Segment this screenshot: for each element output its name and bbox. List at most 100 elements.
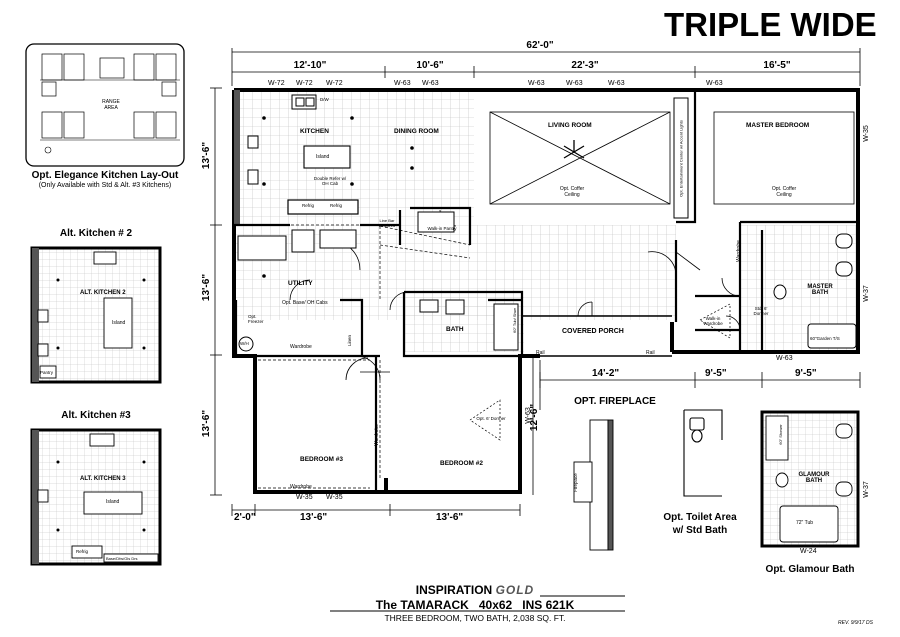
dim-left-3: 13'-6" [201, 409, 213, 438]
elegance-subtitle: (Only Available with Std & Alt. #3 Kitch… [38, 182, 172, 189]
fireplace-title: OPT. FIREPLACE [574, 396, 656, 407]
ceiling-fan-icon [563, 140, 585, 159]
room-dining: DINING ROOM [394, 128, 439, 135]
note-opt-basecab: Opt. Base/ OH Cabs [282, 300, 328, 306]
wardrobe-label: Wardrobe [290, 484, 312, 490]
window-label: W-35 [296, 494, 313, 501]
window-label: W-63 [566, 80, 583, 87]
alt2-island: Island [112, 320, 126, 326]
room-master-bath: MASTER BATH [807, 284, 833, 296]
dim-porch-3: 9'-5" [795, 368, 817, 379]
coffer-ceilings [489, 111, 855, 205]
window-label: W-72 [268, 80, 285, 87]
room-bath: BATH [446, 326, 464, 333]
wardrobe-label: Wardrobe [373, 424, 380, 446]
note-std-dormer: Std. 6' Dormer [753, 306, 769, 316]
window-label: W-63 [776, 355, 793, 362]
wardrobe-label: Wardrobe [735, 240, 742, 262]
light-dots [262, 116, 414, 278]
dim-top-1: 12'-10" [293, 60, 327, 71]
window-label: W-63 [528, 80, 545, 87]
alt3-title: Alt. Kitchen #3 [61, 410, 131, 421]
room-living: LIVING ROOM [548, 122, 592, 129]
note-rail: Rail [646, 350, 655, 356]
room-walkin-wardrobe: Walk-in Wardrobe [703, 316, 723, 326]
wardrobe-label: Wardrobe [290, 344, 312, 350]
dim-top-3: 22'-3" [571, 60, 599, 71]
entertainment-center [673, 97, 689, 219]
title-block-summary: THREE BEDROOM, TWO BATH, 2,038 SQ. FT. [384, 613, 566, 623]
window-label: W-37 [862, 285, 870, 302]
note-linen: Linen [347, 334, 353, 347]
series-tag: GOLD [495, 583, 535, 597]
toilet-area-inset [683, 409, 723, 497]
note-garden-tub: 60"Garden T/S [810, 336, 840, 341]
note-island: Island [316, 154, 330, 160]
fireplace-label: Fireplace [572, 473, 578, 492]
dim-porch-2: 9'-5" [705, 368, 727, 379]
note-refrig: Refrig [302, 203, 315, 208]
window-label: W-35 [862, 125, 870, 142]
window-label: W-63 [422, 80, 439, 87]
room-bed2: BEDROOM #2 [440, 460, 483, 467]
title-block-series: INSPIRATION GOLD [360, 583, 590, 597]
elegance-inset-frame [25, 43, 185, 167]
room-covered-porch: COVERED PORCH [562, 328, 624, 335]
room-utility: UTILITY [288, 280, 313, 287]
dim-bottom-1: 13'-6" [300, 512, 328, 523]
note-dw: D/W [320, 97, 329, 102]
dim-top-2: 10'-6" [416, 60, 444, 71]
note-opt-freezer: Opt. Freezer [248, 314, 264, 324]
dim-bottom-left: 2'-0" [234, 512, 256, 523]
dim-overall-width: 62'-0" [526, 40, 554, 51]
dim-left-2: 13'-6" [201, 273, 213, 302]
glamour-tub: 72" Tub [796, 520, 814, 526]
glamour-title: Opt. Glamour Bath [765, 564, 855, 575]
dim-porch-1: 14'-2" [592, 368, 620, 379]
alt3-refrig: Refrig [76, 549, 89, 554]
alt2-pantry: Pantry [40, 370, 54, 375]
model-code: INS 621K [522, 598, 575, 612]
kitchen-island [303, 145, 351, 169]
note-opt-dormer: Opt. 6' Dormer [476, 416, 506, 421]
room-master: MASTER BEDROOM [746, 122, 810, 129]
glamour-shower: 60" Shower [777, 424, 783, 445]
toilet-title-1: Opt. Toilet Area [663, 512, 737, 523]
glamour-room: GLAMOUR BATH [798, 472, 830, 484]
dim-bottom-2: 13'-6" [436, 512, 464, 523]
window-label: W-63 [524, 407, 532, 424]
alt3-island: Island [106, 499, 120, 505]
plan-title: TRIPLE WIDE [664, 6, 877, 43]
alt2-label: ALT. KITCHEN 2 [80, 290, 126, 296]
note-coffer-living: Opt. Coffer Ceiling [559, 186, 585, 198]
note-wh: W/H [240, 341, 249, 346]
note-coffer-master: Opt. Coffer Ceiling [771, 186, 797, 198]
room-walkin-pantry: Walk-in Pantry [427, 226, 457, 231]
model-name: The TAMARACK [375, 598, 469, 612]
window-label: W-72 [296, 80, 313, 87]
fireplace-inset [573, 419, 614, 551]
window-label: W-63 [706, 80, 723, 87]
series-name: INSPIRATION [415, 583, 493, 597]
elegance-range: RANGE AREA [102, 99, 120, 111]
alt3-base: Base/Dfw/Gls Drs [106, 556, 138, 561]
toilet-title-2: w/ Std Bath [672, 525, 728, 536]
note-refrig: Refrig [330, 203, 343, 208]
alt3-label: ALT. KITCHEN 3 [80, 476, 126, 482]
glamour-window-side: W-37 [862, 481, 870, 498]
revision-note: REV. 9/9/17 DS [838, 620, 873, 626]
note-entertainment: Opt. Entertainment Center w/ Accent Ligh… [678, 120, 684, 197]
room-bed3: BEDROOM #3 [300, 456, 343, 463]
doors [289, 209, 741, 381]
refrig-block [287, 199, 359, 215]
window-label: W-72 [326, 80, 343, 87]
room-kitchen: KITCHEN [300, 128, 329, 135]
note-line-bar: Line Bar Required [378, 218, 396, 228]
model-size: 40x62 [478, 598, 513, 612]
dim-left-1: 13'-6" [201, 141, 213, 170]
title-block-model: The TAMARACK 40x62 INS 621K [330, 598, 620, 612]
dim-top-4: 16'-5" [763, 60, 791, 71]
elegance-title: Opt. Elegance Kitchen Lay-Out [31, 170, 179, 181]
note-rail: Rail [536, 350, 545, 356]
